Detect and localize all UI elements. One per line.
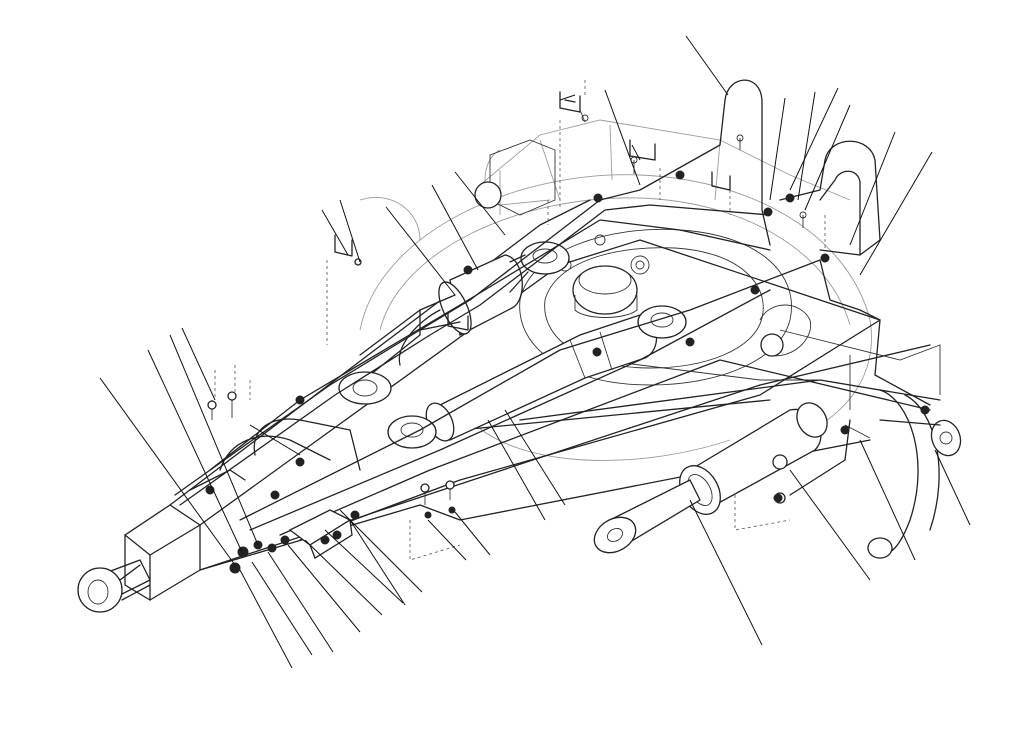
- callout-leader-line: [169, 334, 259, 546]
- callout-leader-line: [267, 551, 334, 653]
- callout-leader-line: [804, 104, 851, 211]
- callout-leader-line: [685, 35, 729, 96]
- callout-leader-line: [339, 199, 361, 263]
- callout-leader-line: [427, 519, 467, 561]
- tow-ball: [77, 559, 151, 613]
- callout-leader-line: [324, 529, 404, 604]
- callout-leader-line: [454, 171, 506, 236]
- callout-leader-line: [349, 519, 406, 606]
- callout-leader-line: [181, 327, 216, 401]
- callout-leader-lines: [99, 35, 971, 669]
- alignment-dashes: [214, 80, 826, 561]
- callout-leader-line: [431, 184, 479, 271]
- callout-leader-line: [385, 206, 456, 296]
- callout-leader-line: [99, 377, 236, 566]
- callout-leader-line: [559, 94, 576, 101]
- callout-leader-line: [251, 561, 313, 656]
- callout-leader-line: [934, 449, 971, 526]
- callout-leader-line: [339, 509, 423, 593]
- callout-leader-line: [487, 419, 546, 521]
- callout-leader-line: [769, 97, 786, 201]
- callout-leader-line: [859, 439, 916, 561]
- bolts-and-clamps: [207, 91, 871, 519]
- callout-leader-line: [239, 569, 293, 669]
- hydraulic-cylinder-steering: [593, 402, 828, 554]
- callout-leader-line: [849, 131, 896, 246]
- callout-leader-line: [631, 144, 641, 161]
- hidden-frame-outline: [359, 119, 872, 461]
- turntable: [519, 228, 792, 386]
- drawbar-frame: [124, 199, 941, 601]
- callout-leader-line: [249, 424, 301, 456]
- callout-leader-line: [789, 87, 839, 191]
- callout-leader-line: [859, 151, 933, 276]
- callout-leader-line: [604, 89, 641, 186]
- callout-leader-line: [147, 349, 243, 553]
- callout-leader-line: [454, 511, 491, 556]
- hydraulic-pipes: [174, 79, 931, 541]
- callout-leader-line: [689, 499, 763, 646]
- callout-leader-line: [789, 469, 871, 581]
- callout-leader-line: [321, 209, 349, 256]
- callout-leader-line: [287, 544, 361, 633]
- callout-leader-line: [797, 91, 816, 201]
- steering-arm: [867, 389, 962, 559]
- valve-block: [205, 170, 930, 574]
- callout-leader-line: [304, 539, 383, 616]
- rear-bosses: [474, 139, 812, 357]
- callout-leader-line: [504, 409, 566, 506]
